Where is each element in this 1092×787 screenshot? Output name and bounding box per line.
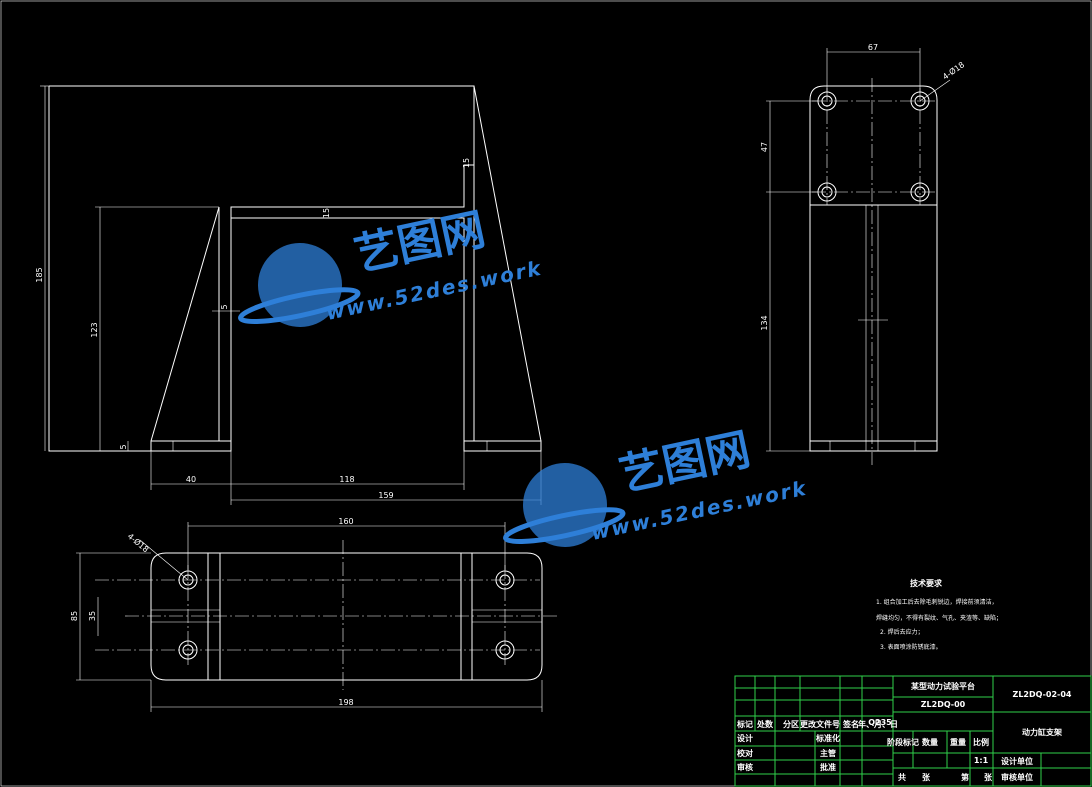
- tb-total: 共: [898, 772, 906, 782]
- tb-hdr-count: 处数: [756, 719, 774, 729]
- dim-front-left-foot: 40: [186, 475, 196, 484]
- watermark-globe-icon: [258, 243, 342, 327]
- tech-note-line-1: 1. 组合加工后去除毛刺锐边，焊接前须清洁，: [876, 598, 998, 606]
- tech-note-line-3: 2. 焊后去应力；: [880, 628, 924, 636]
- tb-project: 某型动力试验平台: [910, 681, 975, 691]
- tb-approver: 审核: [737, 762, 753, 772]
- tech-note-line-2: 焊缝均匀，不得有裂纹、气孔、夹渣等、缺陷；: [876, 614, 1002, 622]
- watermark-globe-icon-2: [523, 463, 607, 547]
- plan-view: 160 4-Ø18 85 35 198: [70, 517, 560, 712]
- tb-hdr-zone: 分区: [783, 719, 799, 729]
- tb-fill: 审核单位: [1001, 772, 1033, 782]
- dim-front-top-step: 15: [462, 158, 471, 168]
- tech-notes-title: 技术要求: [910, 578, 943, 588]
- dim-plan-height: 85: [70, 611, 79, 621]
- dim-side-width: 67: [868, 43, 878, 52]
- tb-ratio: 比例: [973, 737, 989, 747]
- dim-front-wall: 5: [220, 304, 229, 309]
- watermark-1: 艺图网 www.52des.work: [238, 204, 544, 327]
- tb-chief: 主管: [820, 748, 836, 758]
- dim-side-lower-height: 134: [760, 315, 769, 330]
- dim-front-base: 5: [119, 444, 128, 449]
- tb-qty: 数量: [922, 737, 938, 747]
- tb-material: Q235: [868, 718, 892, 727]
- tb-part-name: 动力缸支架: [1022, 727, 1062, 737]
- tb-unit: 设计单位: [1001, 756, 1033, 766]
- tb-scale: 1:1: [974, 756, 989, 765]
- tech-notes: 技术要求 1. 组合加工后去除毛刺锐边，焊接前须清洁， 焊缝均匀，不得有裂纹、气…: [876, 578, 1002, 651]
- front-view: 185 123 5 15 15 5 40 118 159: [35, 85, 542, 505]
- dim-plan-total-width: 198: [338, 698, 353, 707]
- dim-front-inner-height: 123: [90, 322, 99, 337]
- tb-page: 第: [961, 772, 969, 782]
- side-view: 67 4-Ø18 47 134: [760, 43, 966, 465]
- dim-front-inner-step: 15: [322, 208, 331, 218]
- dim-side-hole-spacing: 47: [760, 142, 769, 152]
- dim-front-height: 185: [35, 267, 44, 282]
- dim-plan-inner: 35: [88, 611, 97, 621]
- tb-hdr-date: 年、月、日: [858, 719, 898, 729]
- tb-approve: 批准: [820, 762, 836, 772]
- tb-sheet: 张: [922, 773, 931, 782]
- dim-plan-holes: 4-Ø18: [126, 531, 151, 554]
- title-block: 某型动力试验平台 ZL2DQ-00 ZL2DQ-02-04 动力缸支架 Q235…: [734, 675, 1092, 787]
- tech-note-line-4: 3. 表面喷涂防锈底漆。: [880, 643, 942, 651]
- tb-standardize: 标准化: [815, 733, 840, 743]
- tb-page2: 张: [984, 773, 993, 782]
- tb-assembly-code: ZL2DQ-00: [921, 700, 966, 709]
- dim-side-holes: 4-Ø18: [940, 59, 966, 81]
- dim-front-inner-width: 118: [339, 475, 354, 484]
- dim-plan-hole-spacing: 160: [338, 517, 353, 526]
- dim-front-total-width: 159: [378, 491, 393, 500]
- tb-checker: 校对: [737, 748, 753, 758]
- tb-stage-mark: 阶段标记: [887, 737, 919, 747]
- tb-designer: 设计: [737, 733, 753, 743]
- tb-weight: 重量: [950, 737, 966, 747]
- tb-hdr-doc: 更改文件号: [800, 719, 840, 729]
- tb-hdr-sign: 签名: [842, 719, 859, 729]
- tb-hdr-mark: 标记: [736, 719, 753, 729]
- tb-drawing-no: ZL2DQ-02-04: [1013, 690, 1072, 699]
